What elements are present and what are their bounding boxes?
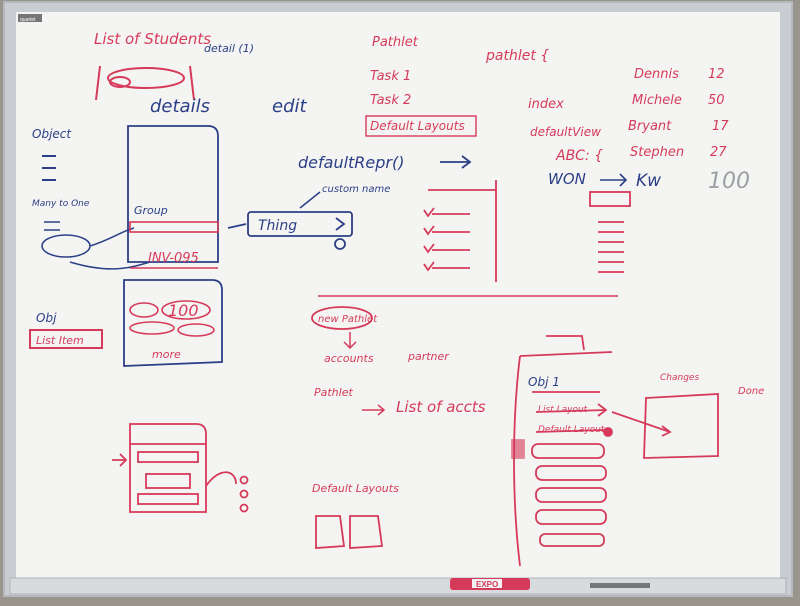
student-value: 17 — [712, 119, 729, 134]
student-value: 27 — [710, 145, 727, 160]
group-band — [129, 221, 219, 233]
whiteboard-surface — [16, 12, 780, 578]
done-label: Done — [738, 386, 764, 397]
more-label: more — [152, 348, 181, 361]
expo-marker[interactable]: EXPO — [450, 578, 650, 590]
changes-label: Changes — [660, 373, 699, 383]
brand-label-box — [18, 14, 42, 22]
object-label: Object — [32, 127, 72, 141]
list-layout-label: List Layout — [538, 405, 588, 415]
new-pathlet-label: new Pathlet — [318, 314, 378, 325]
default-repr-label: defaultRepr() — [298, 153, 404, 172]
marker-label: EXPO — [476, 580, 498, 589]
student-name: Stephen — [630, 145, 684, 160]
obj-1-label: Obj 1 — [528, 375, 560, 389]
default-layouts-boxes — [315, 515, 384, 549]
value-100: 100 — [168, 301, 199, 320]
student-value: 50 — [708, 93, 725, 108]
details-heading: details — [150, 96, 210, 117]
index-label: index — [528, 97, 564, 112]
brand-label: quartet — [20, 17, 36, 23]
many-to-one-label: Many to One — [32, 199, 90, 209]
list-of-accounts: List of accts — [396, 398, 486, 416]
detail-label: detail (1) — [204, 42, 254, 55]
accounts-label: accounts — [324, 352, 374, 365]
task-1: Task 1 — [370, 69, 411, 84]
default-layouts: Default Layouts — [370, 119, 465, 133]
abc-label: ABC: { — [555, 148, 603, 164]
marker-tray — [9, 577, 787, 595]
task-2: Task 2 — [370, 93, 411, 108]
default-layouts-box — [365, 115, 477, 137]
list-sketch-right — [589, 191, 631, 273]
new-pathlet-oval — [311, 306, 373, 330]
student-value: 100 — [708, 169, 750, 194]
thing-label: Thing — [258, 218, 297, 234]
value-row — [129, 300, 215, 337]
thing-box — [227, 211, 353, 250]
group-label: Group — [134, 204, 168, 217]
list-of-students-sketch — [95, 65, 195, 101]
students-list: Dennis 12 Michele 50 Bryant 17 Stephen 2… — [628, 67, 750, 194]
custom-name-arrow — [299, 191, 321, 209]
list-item-label: List Item — [36, 334, 84, 347]
won-label: WON — [548, 170, 586, 188]
won-arrow — [600, 173, 628, 187]
pathlet-brace: pathlet { — [485, 48, 549, 64]
custom-name-label: custom name — [322, 184, 390, 195]
inv-value: INV-095 — [148, 251, 199, 266]
layout-sketch-bottom-left — [112, 423, 249, 513]
edit-heading: edit — [272, 96, 308, 117]
window-sketch — [511, 335, 613, 567]
student-name: Michele — [632, 93, 682, 108]
pathlet-label-2: Pathlet — [314, 386, 353, 399]
student-name: Bryant — [628, 119, 672, 134]
custom-obj-label: Obj — [36, 311, 57, 325]
details-panel — [123, 125, 223, 367]
student-name: Kw — [636, 171, 661, 191]
default-layouts-2: Default Layouts — [312, 482, 399, 495]
object-lines — [42, 155, 56, 181]
changes-box — [611, 393, 719, 459]
default-layout-label: Default Layout — [538, 425, 605, 435]
student-value: 12 — [708, 67, 725, 82]
accounts-arrow — [362, 404, 386, 416]
pathlet-label: Pathlet — [372, 35, 419, 50]
partner-label: partner — [407, 350, 450, 363]
student-name: Dennis — [634, 67, 679, 82]
students-title: List of Students — [94, 30, 211, 48]
list-item-box: List Item — [29, 329, 103, 349]
default-view-label: defaultView — [530, 125, 601, 139]
new-pathlet-arrow — [343, 332, 357, 350]
checklist-sketch — [423, 180, 497, 282]
default-repr-arrow — [440, 155, 472, 169]
